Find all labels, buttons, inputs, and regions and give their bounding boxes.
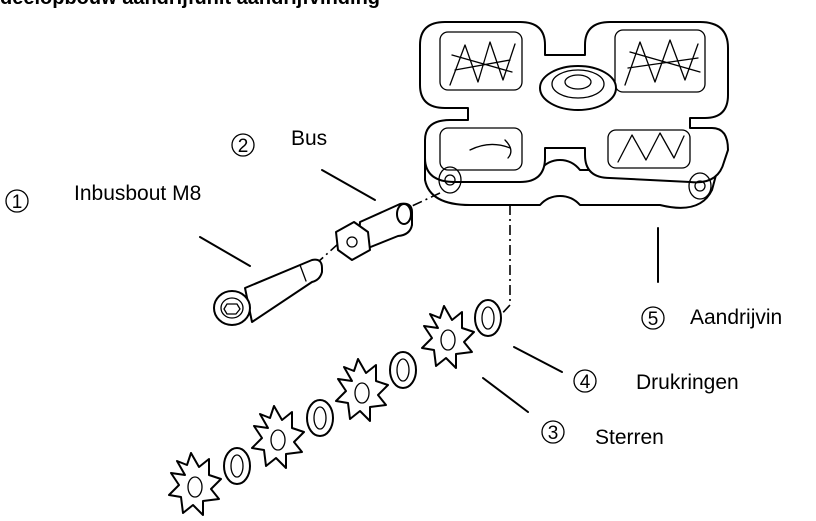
callout-1: 1 Inbusbout M8 bbox=[5, 182, 201, 213]
callout-circle-1 bbox=[5, 189, 29, 213]
callout-circle-2 bbox=[231, 133, 255, 157]
callout-5: 5 Aandrijvin bbox=[641, 306, 782, 330]
leader-line-3 bbox=[482, 377, 529, 413]
part-number-1: 1 bbox=[12, 192, 23, 213]
part-label-1: Inbusbout M8 bbox=[74, 182, 201, 205]
part-number-2: 2 bbox=[238, 136, 249, 157]
star-and-ring-stack bbox=[168, 299, 502, 516]
part-label-5: Aandrijvin bbox=[690, 306, 782, 329]
leader-line-2 bbox=[321, 169, 376, 201]
leader-line-4 bbox=[513, 346, 563, 373]
part-number-3: 3 bbox=[548, 423, 559, 444]
part-label-3: Sterren bbox=[595, 426, 664, 449]
part-label-2: Bus bbox=[291, 127, 327, 150]
bus-part bbox=[335, 202, 413, 261]
leader-line-1 bbox=[199, 236, 251, 267]
part-number-5: 5 bbox=[648, 309, 659, 330]
socket-head-bolt bbox=[213, 258, 323, 326]
callout-4: 4 Drukringen bbox=[573, 369, 739, 394]
part-number-4: 4 bbox=[580, 372, 591, 393]
center-line-bolt bbox=[317, 243, 339, 263]
diagram-title: deelopbouw aandrijfunit aandrijfvinding bbox=[0, 0, 380, 9]
callout-3: 3 Sterren bbox=[541, 420, 664, 449]
callout-circle-5 bbox=[641, 306, 665, 330]
drive-unit-block bbox=[419, 21, 729, 209]
center-line-bus bbox=[411, 192, 441, 207]
callout-2: 2 Bus bbox=[231, 127, 327, 157]
part-label-4: Drukringen bbox=[636, 371, 739, 394]
callout-circle-4 bbox=[573, 369, 597, 393]
center-line-stack bbox=[497, 205, 511, 319]
callout-circle-3 bbox=[541, 420, 565, 444]
